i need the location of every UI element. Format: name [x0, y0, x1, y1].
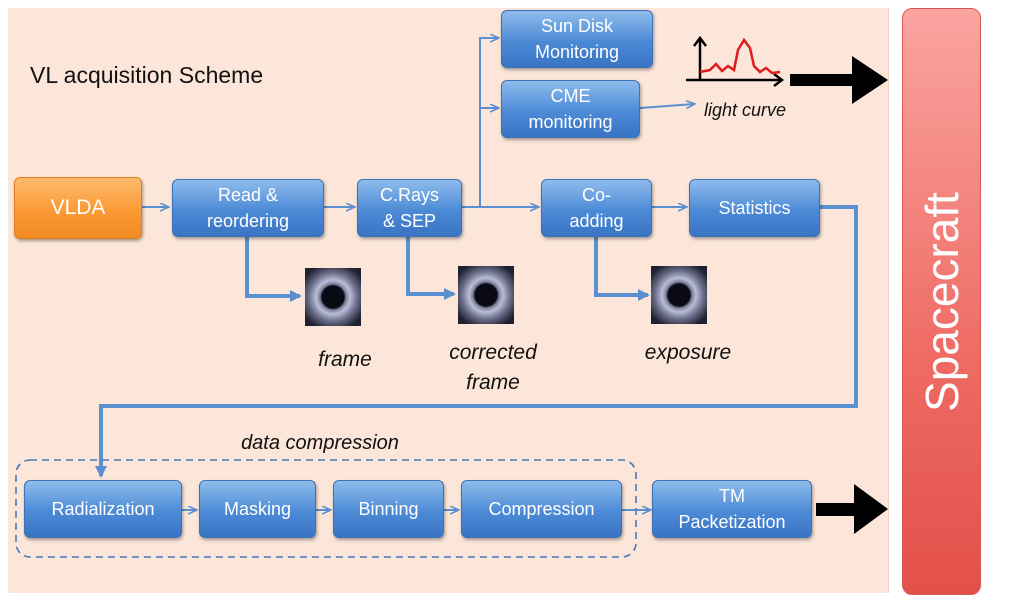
arrow-statistics-radialization: [95, 205, 858, 478]
arrow-coadding-exposure: [594, 236, 650, 301]
exposure-caption: exposure: [644, 341, 732, 364]
crays-sep-box: C.Rays & SEP: [357, 179, 462, 237]
arrow-cme-lightcurve: [639, 104, 694, 108]
arrow-crays-sundisk: [479, 38, 498, 207]
coadding-box: Co- adding: [541, 179, 652, 237]
arrow-read-frame: [245, 236, 302, 302]
compression-box: Compression: [461, 480, 622, 538]
data-compression-group: [15, 459, 637, 558]
spacecraft-label: Spacecraft: [915, 191, 968, 412]
masking-box: Masking: [199, 480, 316, 538]
light-curve-caption: light curve: [703, 100, 787, 120]
diagram-title: VL acquisition Scheme: [30, 62, 264, 88]
light-curve-plot: [686, 35, 785, 87]
data-compression-caption: data compression: [241, 432, 399, 454]
read-reordering-box: Read & reordering: [172, 179, 324, 237]
sun-disk-monitoring-box: Sun Disk Monitoring: [501, 10, 653, 68]
frame-caption: frame: [318, 348, 372, 371]
binning-box: Binning: [333, 480, 444, 538]
corrected-frame-caption: corrected frame: [449, 341, 537, 394]
exposure-image: [651, 266, 707, 324]
output-arrow-bottom: [816, 484, 888, 534]
frame-image: [305, 268, 361, 326]
cme-monitoring-box: CME monitoring: [501, 80, 640, 138]
output-arrow-top: [790, 56, 888, 104]
tm-packetization-box: TM Packetization: [652, 480, 812, 538]
corrected-frame-image: [458, 266, 514, 324]
vlda-box: VLDA: [14, 177, 142, 239]
spacecraft-bar: Spacecraft: [902, 8, 981, 595]
radialization-box: Radialization: [24, 480, 182, 538]
arrow-crays-corrected: [406, 236, 456, 300]
statistics-box: Statistics: [689, 179, 820, 237]
